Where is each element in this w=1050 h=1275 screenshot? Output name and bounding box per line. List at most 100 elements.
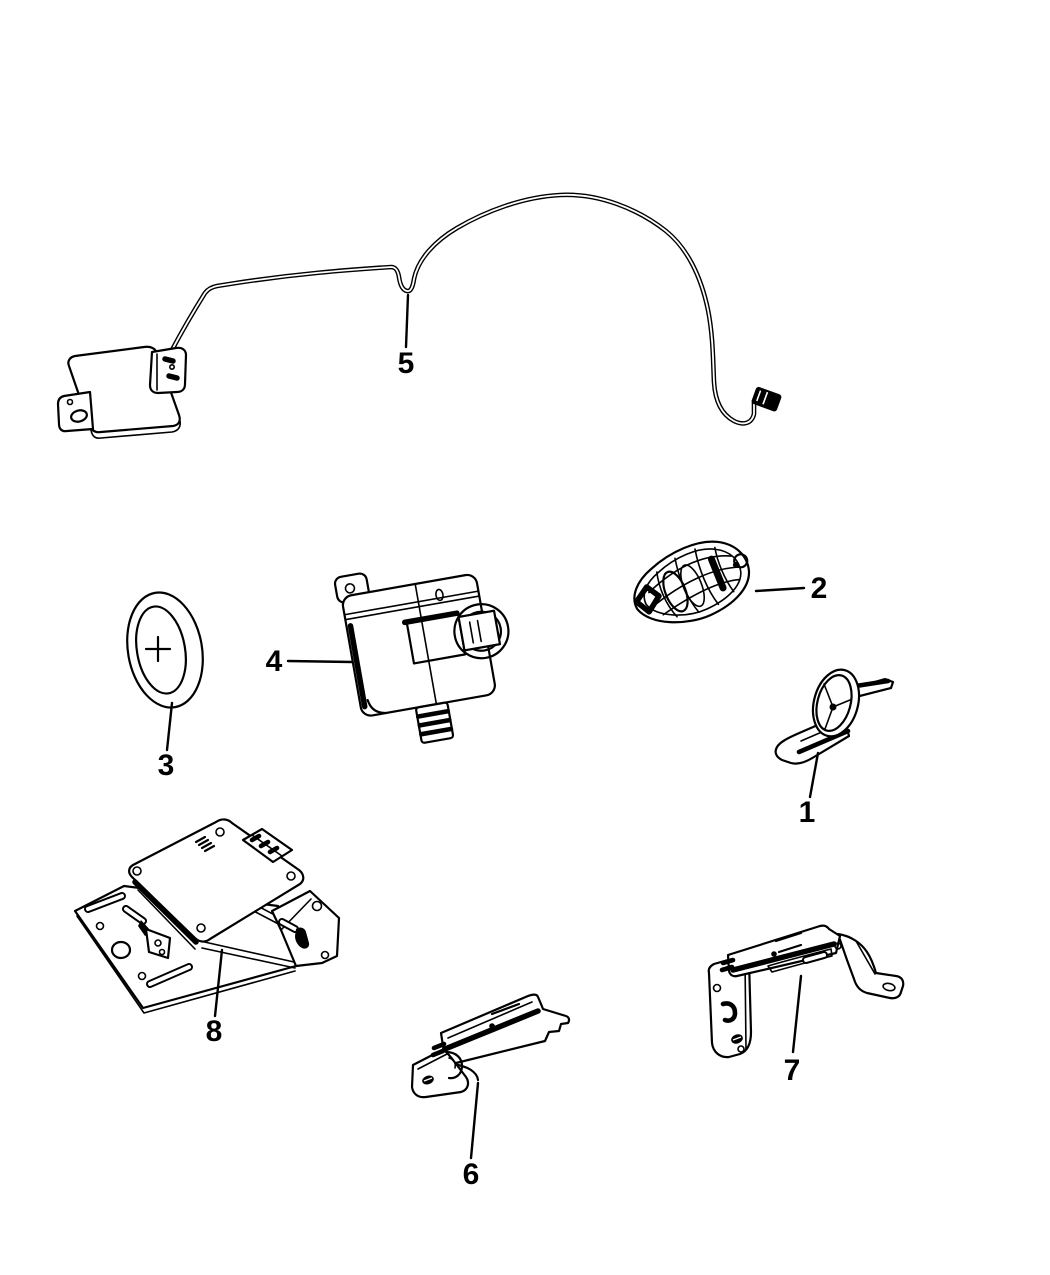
bracket-plate-thickness — [76, 915, 296, 1014]
callout-3-number: 3 — [158, 749, 175, 782]
fob-tip-pin — [732, 561, 739, 568]
callout-7-leader — [791, 974, 803, 1054]
antenna-cable-core — [171, 193, 755, 425]
ignition-lid-seam — [343, 590, 481, 621]
lock-ring-outer — [453, 603, 510, 660]
ring-inner — [135, 605, 187, 695]
tab-slot-hole — [70, 409, 88, 423]
lock-housing-top — [401, 610, 460, 626]
module8-screw-left — [132, 866, 142, 876]
bracket6-foot — [410, 1047, 470, 1099]
callout-3: 3 — [158, 701, 175, 782]
plate-slot-1 — [86, 894, 124, 911]
antenna-cable-drawing — [169, 192, 782, 426]
plate-slot-2 — [124, 907, 145, 923]
bracket6-bend-stripe — [442, 1008, 541, 1052]
bracket7-clip-marks — [719, 957, 736, 973]
bracket7-wing-fold — [855, 940, 876, 975]
plate-hole-small-1 — [95, 921, 105, 931]
bracket6-foot-edge — [417, 1053, 448, 1070]
bracket6-hook-inner — [448, 1057, 457, 1069]
lock-window-slits — [468, 619, 482, 644]
callout-8-number: 8 — [206, 1015, 223, 1048]
module8-side-shadow — [132, 879, 199, 945]
bracket6-top-inner-line — [447, 1001, 533, 1039]
bracket6-logo-dot — [489, 1023, 495, 1029]
callout-6: 6 — [463, 1081, 480, 1191]
grommet-ring-drawing — [126, 591, 204, 709]
bracket7-screw-slit — [732, 1036, 742, 1041]
key-head-spokes — [823, 683, 851, 730]
module8-connector-pins — [249, 833, 280, 855]
callout-2-number: 2 — [811, 572, 828, 605]
receiver-module-drawing — [56, 345, 188, 439]
wing-hole-1 — [311, 900, 323, 912]
fob-panic-bar — [707, 555, 727, 592]
keyhole-dot — [435, 588, 444, 602]
emergency-key-drawing — [774, 668, 895, 765]
bracket6-clip-marks — [430, 1041, 447, 1058]
callout-1-number: 1 — [799, 796, 816, 829]
bracket7-slot — [804, 953, 826, 962]
plate-hole-small-2 — [137, 971, 147, 981]
module8-vent-stripes — [194, 835, 216, 853]
antenna-cable-outline — [169, 192, 757, 426]
callout-1: 1 — [799, 751, 820, 829]
callout-4-leader — [286, 659, 354, 664]
callout-5-leader — [404, 293, 410, 349]
connector-pin — [169, 363, 176, 370]
ignition-center-seam — [414, 584, 438, 704]
callout-8-leader — [213, 948, 224, 1018]
callout-4-number: 4 — [266, 645, 283, 678]
ignition-ear-hole — [344, 583, 356, 594]
bracket7-bend-stripe — [730, 941, 837, 973]
ring-outer — [126, 591, 204, 709]
bracket6-body — [439, 993, 571, 1066]
connector-clip-lower — [166, 373, 180, 381]
bracket6-label-text-marks — [490, 1002, 521, 1029]
ignition-left-rib — [347, 623, 368, 710]
bracket7-wing-hole — [882, 982, 896, 992]
wing-slot — [280, 920, 297, 931]
bracket6-hook — [444, 1050, 464, 1080]
bracket7-logo-dot — [771, 951, 777, 957]
wing-clip-teardrop — [295, 927, 310, 949]
callout-5: 5 — [398, 293, 415, 380]
module8-screw-bottom — [196, 923, 206, 933]
bracket-module-drawing — [73, 818, 341, 1014]
callout-8: 8 — [206, 948, 224, 1048]
wing-hole-2 — [320, 950, 330, 960]
callout-7: 7 — [784, 974, 803, 1087]
foot-hole-1 — [154, 939, 162, 947]
fob-keyring-slot — [633, 584, 662, 615]
key-ring-head-inner — [815, 674, 853, 732]
callout-2: 2 — [754, 572, 828, 605]
module8-screw-top — [215, 827, 225, 837]
connector-clip-upper — [162, 356, 176, 364]
key-fob-drawing — [633, 540, 751, 624]
ignition-node-drawing — [333, 572, 510, 744]
bracket7-hook — [720, 1001, 738, 1023]
callout-6-leader — [469, 1081, 480, 1160]
tab-rivet-hole — [66, 398, 74, 406]
callout-4: 4 — [266, 645, 354, 678]
callout-1-leader — [808, 751, 820, 799]
bracket7-label-text-marks — [774, 931, 803, 954]
antenna-bracket-7-drawing — [707, 924, 905, 1059]
cable-end-connector — [751, 386, 782, 412]
fob-lock-button — [662, 570, 689, 613]
bracket7-hole-top — [712, 983, 722, 993]
plate-slot-3 — [148, 965, 191, 986]
bracket-right-wing — [270, 889, 341, 968]
callout-5-number: 5 — [398, 347, 415, 380]
callout-3-leader — [165, 701, 174, 752]
callout-7-number: 7 — [784, 1054, 801, 1087]
fob-outer-shell — [633, 540, 751, 624]
foot-hole-2 — [158, 948, 166, 956]
module8-screw-right — [286, 871, 296, 881]
module-connector — [148, 346, 188, 395]
fob-button-grid-lat — [648, 555, 742, 616]
plate-hole-large — [110, 940, 132, 960]
